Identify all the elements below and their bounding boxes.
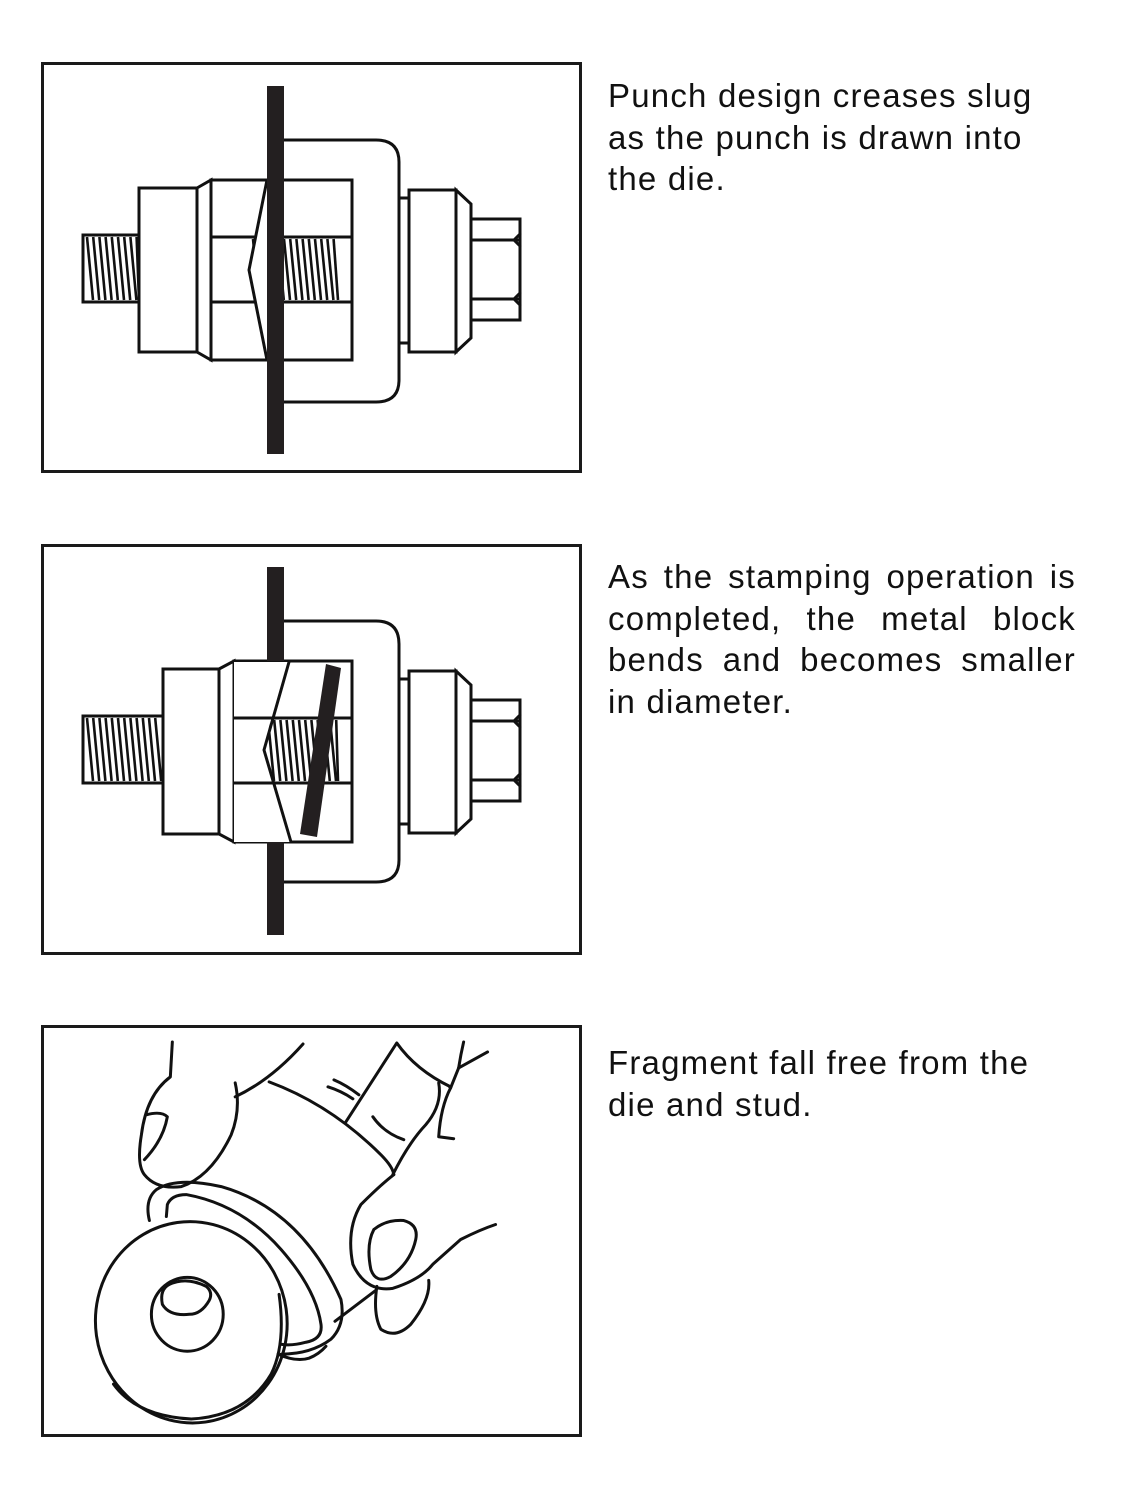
palm-edge <box>267 1080 396 1177</box>
thread-line <box>319 238 329 301</box>
nut-chamfer <box>454 667 473 837</box>
thread-line <box>326 238 335 301</box>
thread-line <box>285 719 294 782</box>
sheet-metal-plate <box>267 86 284 454</box>
sheet-metal-plate-upper <box>267 567 284 661</box>
stud-thread-inner <box>234 660 352 844</box>
thread-line <box>129 236 138 301</box>
nut-body <box>407 188 458 354</box>
hand-holding-die-illustration <box>93 1040 498 1425</box>
thread-line <box>301 238 310 301</box>
nut-body <box>407 669 458 835</box>
step-1-illustration-frame <box>41 62 582 473</box>
thumbnail <box>142 1111 169 1162</box>
middle-finger <box>326 1041 453 1177</box>
thread-line <box>129 717 138 782</box>
fingernail <box>367 1218 418 1281</box>
thread-line <box>279 719 288 782</box>
thread-line <box>91 236 101 301</box>
step-3-caption: Fragment fall free from the die and stud… <box>608 1044 1030 1123</box>
step-3-illustration-frame <box>41 1025 582 1437</box>
die-center-hole <box>149 1275 225 1353</box>
thread-line <box>116 717 126 782</box>
step-2-caption: As the stamping operation is completed, … <box>608 558 1076 720</box>
thread-line <box>104 236 113 301</box>
thread-line <box>332 238 340 301</box>
ring-finger <box>437 1086 456 1141</box>
thread-line <box>297 719 307 782</box>
thread-line <box>91 717 101 782</box>
thread-line <box>147 717 157 782</box>
stud-thread-left <box>81 233 142 304</box>
thread-line <box>98 236 107 301</box>
thread-line <box>122 236 132 301</box>
crease-v-line <box>262 660 293 844</box>
thread-line <box>295 238 304 301</box>
thread-line <box>110 717 120 782</box>
thread-line <box>104 717 113 782</box>
thread-line <box>291 719 301 782</box>
die-chamfer <box>195 177 213 363</box>
thread-line <box>135 717 144 782</box>
finger-line <box>233 1042 305 1099</box>
thread-line <box>307 238 317 301</box>
slug-bending-illustration <box>81 567 522 935</box>
thumb <box>138 1040 239 1189</box>
thread-line <box>272 719 282 782</box>
step-1-caption: Punch design creases slug as the punch i… <box>608 77 1033 197</box>
die-cup <box>146 1180 344 1361</box>
thread-line <box>313 238 323 301</box>
thread-line <box>110 236 120 301</box>
thread-line <box>334 719 340 782</box>
thread-line <box>153 717 163 782</box>
index-finger <box>333 1173 498 1335</box>
thread-line <box>85 717 95 782</box>
bent-slug <box>300 664 341 837</box>
sheet-metal-plate-lower <box>267 842 284 935</box>
die-body <box>161 667 221 836</box>
finger-gap-line <box>457 1050 490 1070</box>
thread-line <box>141 717 151 782</box>
crease-v-line <box>247 178 269 362</box>
stud-thread-left <box>81 714 165 785</box>
punch-and-die-illustration <box>81 86 522 454</box>
thread-line <box>98 717 107 782</box>
hex-stud-end <box>469 698 522 803</box>
thread-line <box>85 236 95 301</box>
thread-line <box>122 717 132 782</box>
step-2-illustration-frame <box>41 544 582 955</box>
thread-line <box>288 238 298 301</box>
thread-line <box>116 236 126 301</box>
hole-inner-edge <box>160 1279 213 1317</box>
nut-chamfer <box>454 186 473 356</box>
thread-line <box>282 238 292 301</box>
hex-stud-end <box>469 217 522 322</box>
die-chamfer <box>217 658 236 845</box>
die-face-disc <box>93 1220 289 1425</box>
die-body <box>137 186 199 354</box>
